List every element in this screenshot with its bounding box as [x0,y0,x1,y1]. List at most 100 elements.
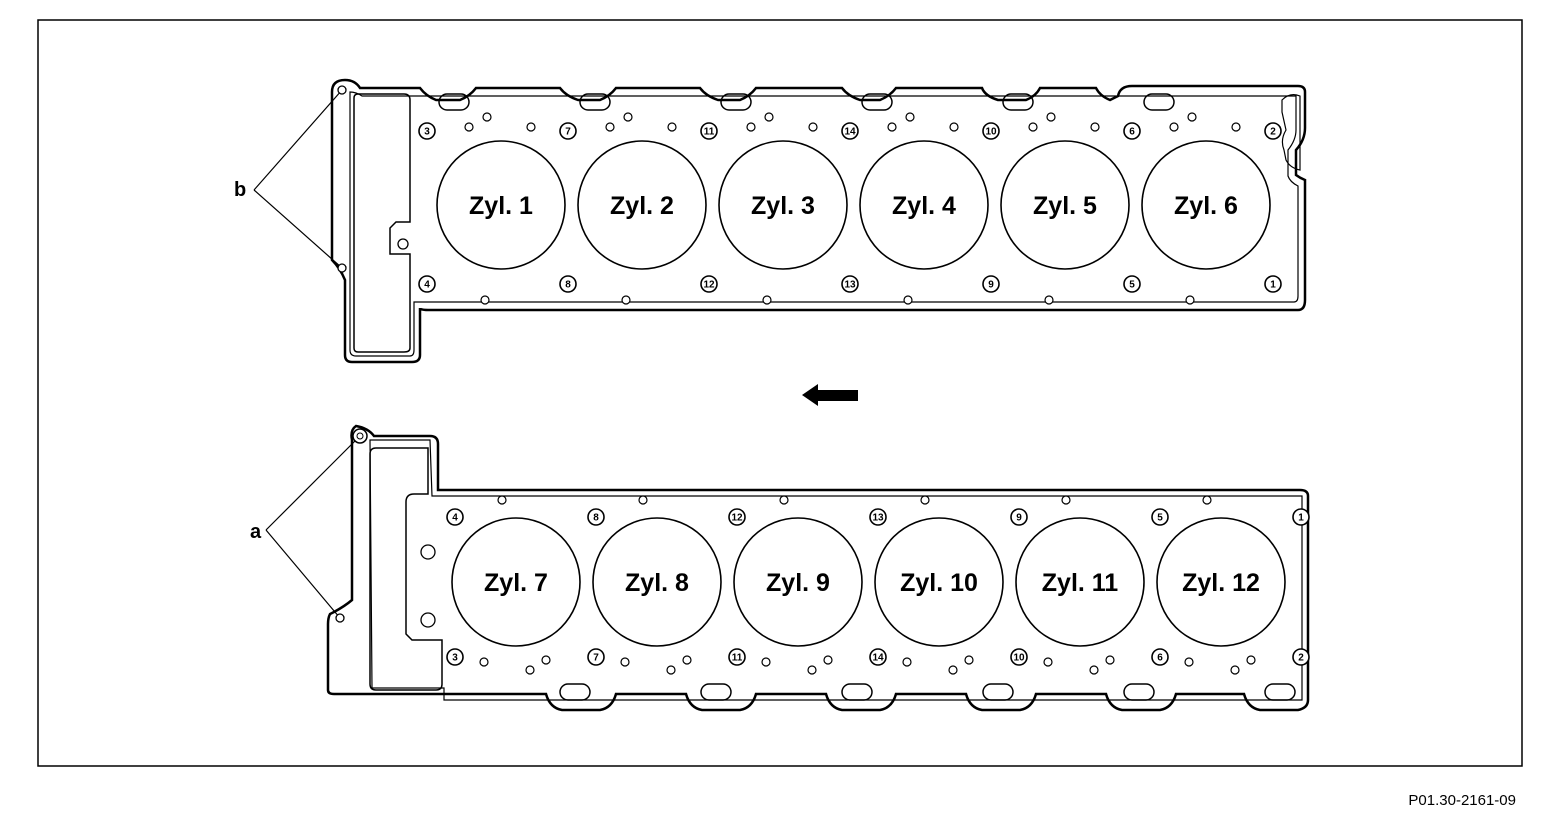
bolt-sequence-number: 8 [593,513,599,524]
oil-slot-icon [1123,683,1155,701]
oil-slot-icon [1143,93,1175,111]
small-hole-icon [1230,665,1240,675]
bolt-sequence-number: 9 [988,280,994,291]
bolt-sequence-number: 6 [1157,653,1163,664]
bolt-sequence-number: 11 [732,653,743,664]
bolt-hole-icon [869,648,887,666]
cylinder-bore [859,140,989,270]
upper-right-tab [1281,94,1301,171]
bolt-sequence-number: 7 [565,127,571,138]
small-hole-icon [949,122,959,132]
oil-slot-icon [1264,683,1296,701]
small-hole-icon [480,295,490,305]
bolt-hole-icon [446,648,464,666]
small-hole-icon [605,122,615,132]
small-hole-icon [620,657,630,667]
bolt-hole-icon [559,122,577,140]
cylinder-bore [1141,140,1271,270]
bolt-sequence-number: 3 [452,653,458,664]
bolt-hole-icon [1123,275,1141,293]
small-hole-icon [1185,295,1195,305]
bolt-hole-icon [1292,508,1310,526]
small-hole-icon [526,122,536,132]
small-hole-icon [479,657,489,667]
arrow-left-icon [802,384,858,406]
small-hole-icon [464,122,474,132]
upper-gasket-inner-outline [349,91,1299,357]
small-hole-icon [903,295,913,305]
small-hole-icon [762,295,772,305]
bolt-hole-icon [446,508,464,526]
small-hole-icon [1169,122,1179,132]
bolt-hole-icon [841,122,859,140]
oil-slot-icon [700,683,732,701]
small-hole-icon [1061,495,1071,505]
cylinder-label: Zyl. 1 [469,192,533,220]
cylinder-bore [1015,517,1145,647]
small-hole-icon [667,122,677,132]
lower-dowel-top-icon [352,428,368,444]
small-hole-icon [541,655,551,665]
oil-slot-icon [559,683,591,701]
bolt-sequence-number: 9 [1016,513,1022,524]
cylinder-label: Zyl. 3 [751,192,815,220]
bolt-sequence-number: 14 [844,127,856,138]
cylinder-bore [1156,517,1286,647]
small-hole-icon [964,655,974,665]
small-hole-icon [823,655,833,665]
bolt-sequence-number: 12 [703,280,715,291]
cylinder-label: Zyl. 11 [1042,569,1119,597]
bolt-hole-icon [700,122,718,140]
small-hole-icon [638,495,648,505]
cylinder-bore [718,140,848,270]
bolt-hole-icon [587,508,605,526]
bolt-sequence-number: 1 [1270,280,1276,291]
cylinder-label: Zyl. 9 [766,569,830,597]
lower-dowel-bottom-icon [335,613,345,623]
small-hole-icon [497,495,507,505]
small-hole-icon [905,112,915,122]
cylinder-bore [451,517,581,647]
bolt-hole-icon [1151,648,1169,666]
upper-callout: b [234,85,347,273]
small-hole-icon [525,665,535,675]
bolt-sequence-number: 5 [1129,280,1135,291]
cylinder-label: Zyl. 5 [1033,192,1097,220]
oil-slot-icon [1002,93,1034,111]
bolt-hole-icon [700,275,718,293]
small-hole-icon [1089,665,1099,675]
cylinder-bore [436,140,566,270]
bolt-hole-icon [1264,122,1282,140]
bolt-sequence-number: 4 [452,513,458,524]
cylinder-label: Zyl. 7 [484,569,548,597]
side-hole-icon [397,238,409,250]
cylinder-label: Zyl. 2 [610,192,674,220]
small-hole-icon [1202,495,1212,505]
upper-dowel-bottom-icon [337,263,347,273]
cylinder-bore [874,517,1004,647]
small-hole-icon [1246,655,1256,665]
bolt-sequence-number: 7 [593,653,599,664]
side-hole-icon [420,544,436,560]
small-hole-icon [1187,112,1197,122]
bolt-hole-icon [418,275,436,293]
figure-frame [37,19,1523,767]
small-hole-icon [682,655,692,665]
bolt-sequence-number: 10 [985,127,997,138]
cylinder-bore [733,517,863,647]
lower-gasket-outline [326,424,1310,712]
small-hole-icon [1184,657,1194,667]
bolt-hole-icon [1010,648,1028,666]
oil-slot-icon [841,683,873,701]
bolt-sequence-number: 4 [424,280,430,291]
lower-left-plate [369,447,443,691]
bolt-hole-icon [418,122,436,140]
bolt-sequence-number: 11 [704,127,715,138]
oil-slot-icon [720,93,752,111]
small-hole-icon [1231,122,1241,132]
bolt-hole-icon [559,275,577,293]
oil-slot-icon [861,93,893,111]
figure-reference: P01.30-2161-09 [1408,792,1516,809]
small-hole-icon [807,665,817,675]
